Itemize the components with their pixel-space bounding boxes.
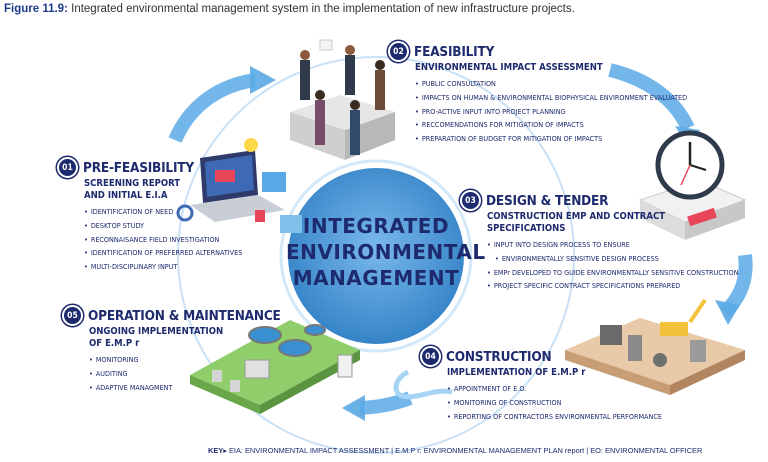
- ribbon: [393, 369, 453, 400]
- step-number-03: 03: [460, 190, 481, 211]
- key-label: KEY▸: [208, 446, 227, 455]
- center-circle: [288, 168, 464, 344]
- section-operation-maintenance: 05 OPERATION & MAINTENANCE ONGOING IMPLE…: [62, 305, 281, 394]
- step-number-01: 01: [57, 157, 78, 178]
- section-feasibility: 02 FEASIBILITY ENVIRONMENTAL IMPACT ASSE…: [388, 41, 687, 146]
- section-title: CONSTRUCTION: [446, 348, 552, 365]
- bullet-list: IDENTIFICATION OF NEED DESKTOP STUDY REC…: [84, 205, 242, 274]
- arrow-01-to-02-head: [250, 66, 276, 94]
- step-number-05: 05: [62, 305, 83, 326]
- center-line-3: MANAGEMENT: [292, 266, 460, 290]
- list-item: IDENTIFICATION OF NEED: [84, 205, 242, 219]
- list-item: INPUT INTO DESIGN PROCESS TO ENSURE: [487, 238, 739, 252]
- section-subtitle: IMPLEMENTATION OF E.M.P r: [447, 367, 586, 378]
- section-pre-feasibility: 01 PRE-FEASIBILITY SCREENING REPORT AND …: [57, 157, 242, 274]
- step-number-04: 04: [420, 346, 441, 367]
- key-legend: KEY▸ EIA: ENVIRONMENTAL IMPACT ASSESSMEN…: [208, 446, 702, 455]
- bullet-list: APPOINTMENT OF E.O. MONITORING OF CONSTR…: [447, 382, 662, 423]
- section-subtitle: CONSTRUCTION EMP AND CONTRACT: [487, 211, 666, 222]
- section-subtitle: SCREENING REPORT: [84, 178, 181, 189]
- center-line-1: INTEGRATED: [302, 214, 450, 238]
- list-item: PROJECT SPECIFIC CONTRACT SPECIFICATIONS…: [487, 279, 739, 293]
- list-item: IMPACTS ON HUMAN & ENVIRONMENTAL BIOPHYS…: [415, 91, 687, 105]
- section-subtitle: ENVIRONMENTAL IMPACT ASSESSMENT: [415, 62, 603, 73]
- list-item: MONITORING OF CONSTRUCTION: [447, 396, 662, 410]
- list-item: PREPARATION OF BUDGET FOR MITIGATION OF …: [415, 132, 687, 146]
- list-item: ADAPTIVE MANAGMENT: [89, 381, 281, 395]
- arrow-04-to-05: [359, 391, 413, 415]
- key-text: EIA: ENVIRONMENTAL IMPACT ASSESSMENT | E…: [228, 446, 703, 455]
- figure-label: Figure 11.9:: [4, 3, 68, 15]
- center-title: INTEGRATED ENVIRONMENTAL MANAGEMENT: [286, 213, 486, 291]
- section-title: DESIGN & TENDER: [486, 192, 609, 209]
- meeting-illustration: [290, 39, 395, 160]
- section-construction: 04 CONSTRUCTION IMPLEMENTATION OF E.M.P …: [420, 346, 662, 423]
- arrow-04-to-05-head: [342, 395, 365, 421]
- section-subtitle: AND INITIAL E.I.A: [84, 190, 168, 201]
- list-item: RECCOMENDATIONS FOR MITIGATION OF IMPACT…: [415, 118, 687, 132]
- list-item: REPORTING OF CONTRACTORS ENVIRONMENTAL P…: [447, 410, 662, 424]
- arrow-01-to-02: [168, 73, 257, 143]
- arrow-03-to-04-head: [715, 300, 740, 325]
- list-item: MULTI-DISCIPLINARY INPUT: [84, 260, 242, 274]
- list-item: EMPr DEVELOPED TO GUIDE ENVIRONMENTALLY …: [487, 266, 739, 280]
- clock-illustration: [638, 130, 747, 240]
- bullet-list: MONITORING AUDITING ADAPTIVE MANAGMENT: [89, 353, 281, 394]
- list-item: PUBLIC CONSULTATION: [415, 77, 687, 91]
- bullet-list: INPUT INTO DESIGN PROCESS TO ENSURE ENVI…: [487, 238, 739, 293]
- section-design-tender: 03 DESIGN & TENDER CONSTRUCTION EMP AND …: [460, 190, 739, 293]
- step-number-02: 02: [388, 41, 409, 62]
- list-item: AUDITING: [89, 367, 281, 381]
- section-title: PRE-FEASIBILITY: [83, 159, 194, 176]
- section-subtitle: ONGOING IMPLEMENTATION: [89, 326, 224, 337]
- list-item: DESKTOP STUDY: [84, 219, 242, 233]
- list-item: PRO-ACTIVE INPUT INTO PROJECT PLANNING: [415, 105, 687, 119]
- section-title: OPERATION & MAINTENANCE: [88, 307, 281, 324]
- bullet-list: PUBLIC CONSULTATION IMPACTS ON HUMAN & E…: [415, 77, 687, 146]
- list-item: MONITORING: [89, 353, 281, 367]
- center-line-2: ENVIRONMENTAL: [286, 240, 486, 264]
- section-title: FEASIBILITY: [414, 43, 495, 60]
- figure-caption: Figure 11.9: Integrated environmental ma…: [4, 3, 575, 15]
- list-item: ENVIRONMENTALLY SENSITIVE DESIGN PROCESS: [487, 252, 739, 266]
- section-subtitle: OF E.M.P r: [89, 338, 140, 349]
- figure-caption-text: Integrated environmental management syst…: [71, 3, 575, 15]
- section-subtitle: SPECIFICATIONS: [487, 223, 566, 234]
- list-item: RECONNAISANCE FIELD INVESTIGATION: [84, 233, 242, 247]
- list-item: APPOINTMENT OF E.O.: [447, 382, 662, 396]
- list-item: IDENTIFICATION OF PREFERRED ALTERNATIVES: [84, 246, 242, 260]
